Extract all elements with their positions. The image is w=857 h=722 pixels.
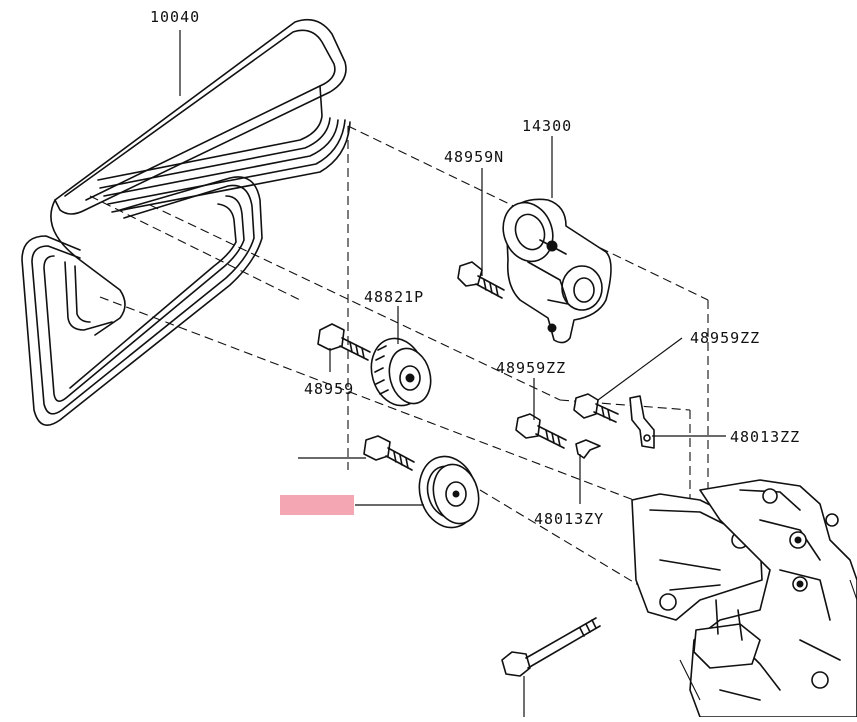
long-mounting-bolt[interactable] [501,617,601,677]
idler-pulley-lower[interactable] [412,450,485,534]
label-tensioner[interactable]: 14300 [522,117,572,135]
label-bracket-right[interactable]: 48013ZZ [730,428,800,446]
label-tensioner-bolt[interactable]: 48959N [444,148,504,166]
label-belt[interactable]: 10040 [150,8,200,26]
idler-bolt-lower[interactable] [363,435,415,471]
label-bolt-middle[interactable]: 48959ZZ [496,359,566,377]
highlight-48088 [280,495,354,515]
part-labels: 10040 14300 48959N 48821P 48959 48959ZZ … [150,8,800,528]
label-bracket-small[interactable]: 48013ZY [534,510,604,528]
engine-bracket [631,479,857,718]
label-idler-bolt-upper[interactable]: 48959 [304,380,354,398]
leader-lines [179,30,726,717]
bolt-middle[interactable] [515,413,567,449]
drive-belt[interactable] [21,18,351,426]
tensioner-bolt[interactable] [457,261,505,299]
bracket-right[interactable] [629,395,655,449]
bracket-small[interactable] [575,439,601,459]
idler-pulley-upper[interactable] [364,332,436,411]
idler-bolt-upper[interactable] [317,323,371,361]
bolt-right[interactable] [573,393,619,423]
label-idler-pulley-upper[interactable]: 48821P [364,288,424,306]
label-bolt-right[interactable]: 48959ZZ [690,329,760,347]
belt-tensioner[interactable] [495,196,612,344]
